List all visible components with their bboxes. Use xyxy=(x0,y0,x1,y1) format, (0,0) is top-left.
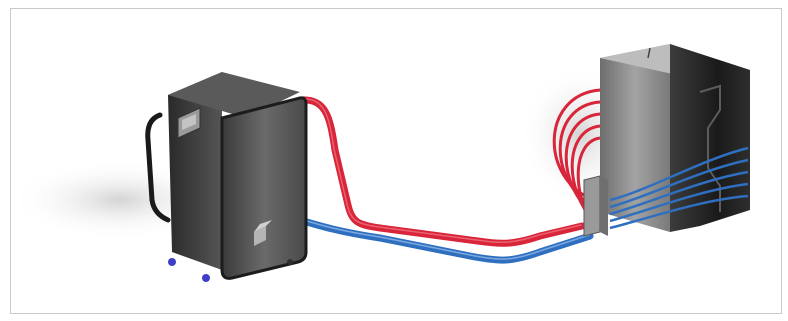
caster-wheel-icon xyxy=(202,274,210,282)
mold-cut-face xyxy=(670,44,750,232)
mold-left-face xyxy=(600,44,670,232)
caster-wheel-icon xyxy=(168,258,176,266)
unit-front-panel xyxy=(222,98,306,278)
caster-wheel-icon xyxy=(287,259,293,265)
temperature-control-unit xyxy=(148,72,306,282)
mold-connector-manifold xyxy=(584,176,600,236)
